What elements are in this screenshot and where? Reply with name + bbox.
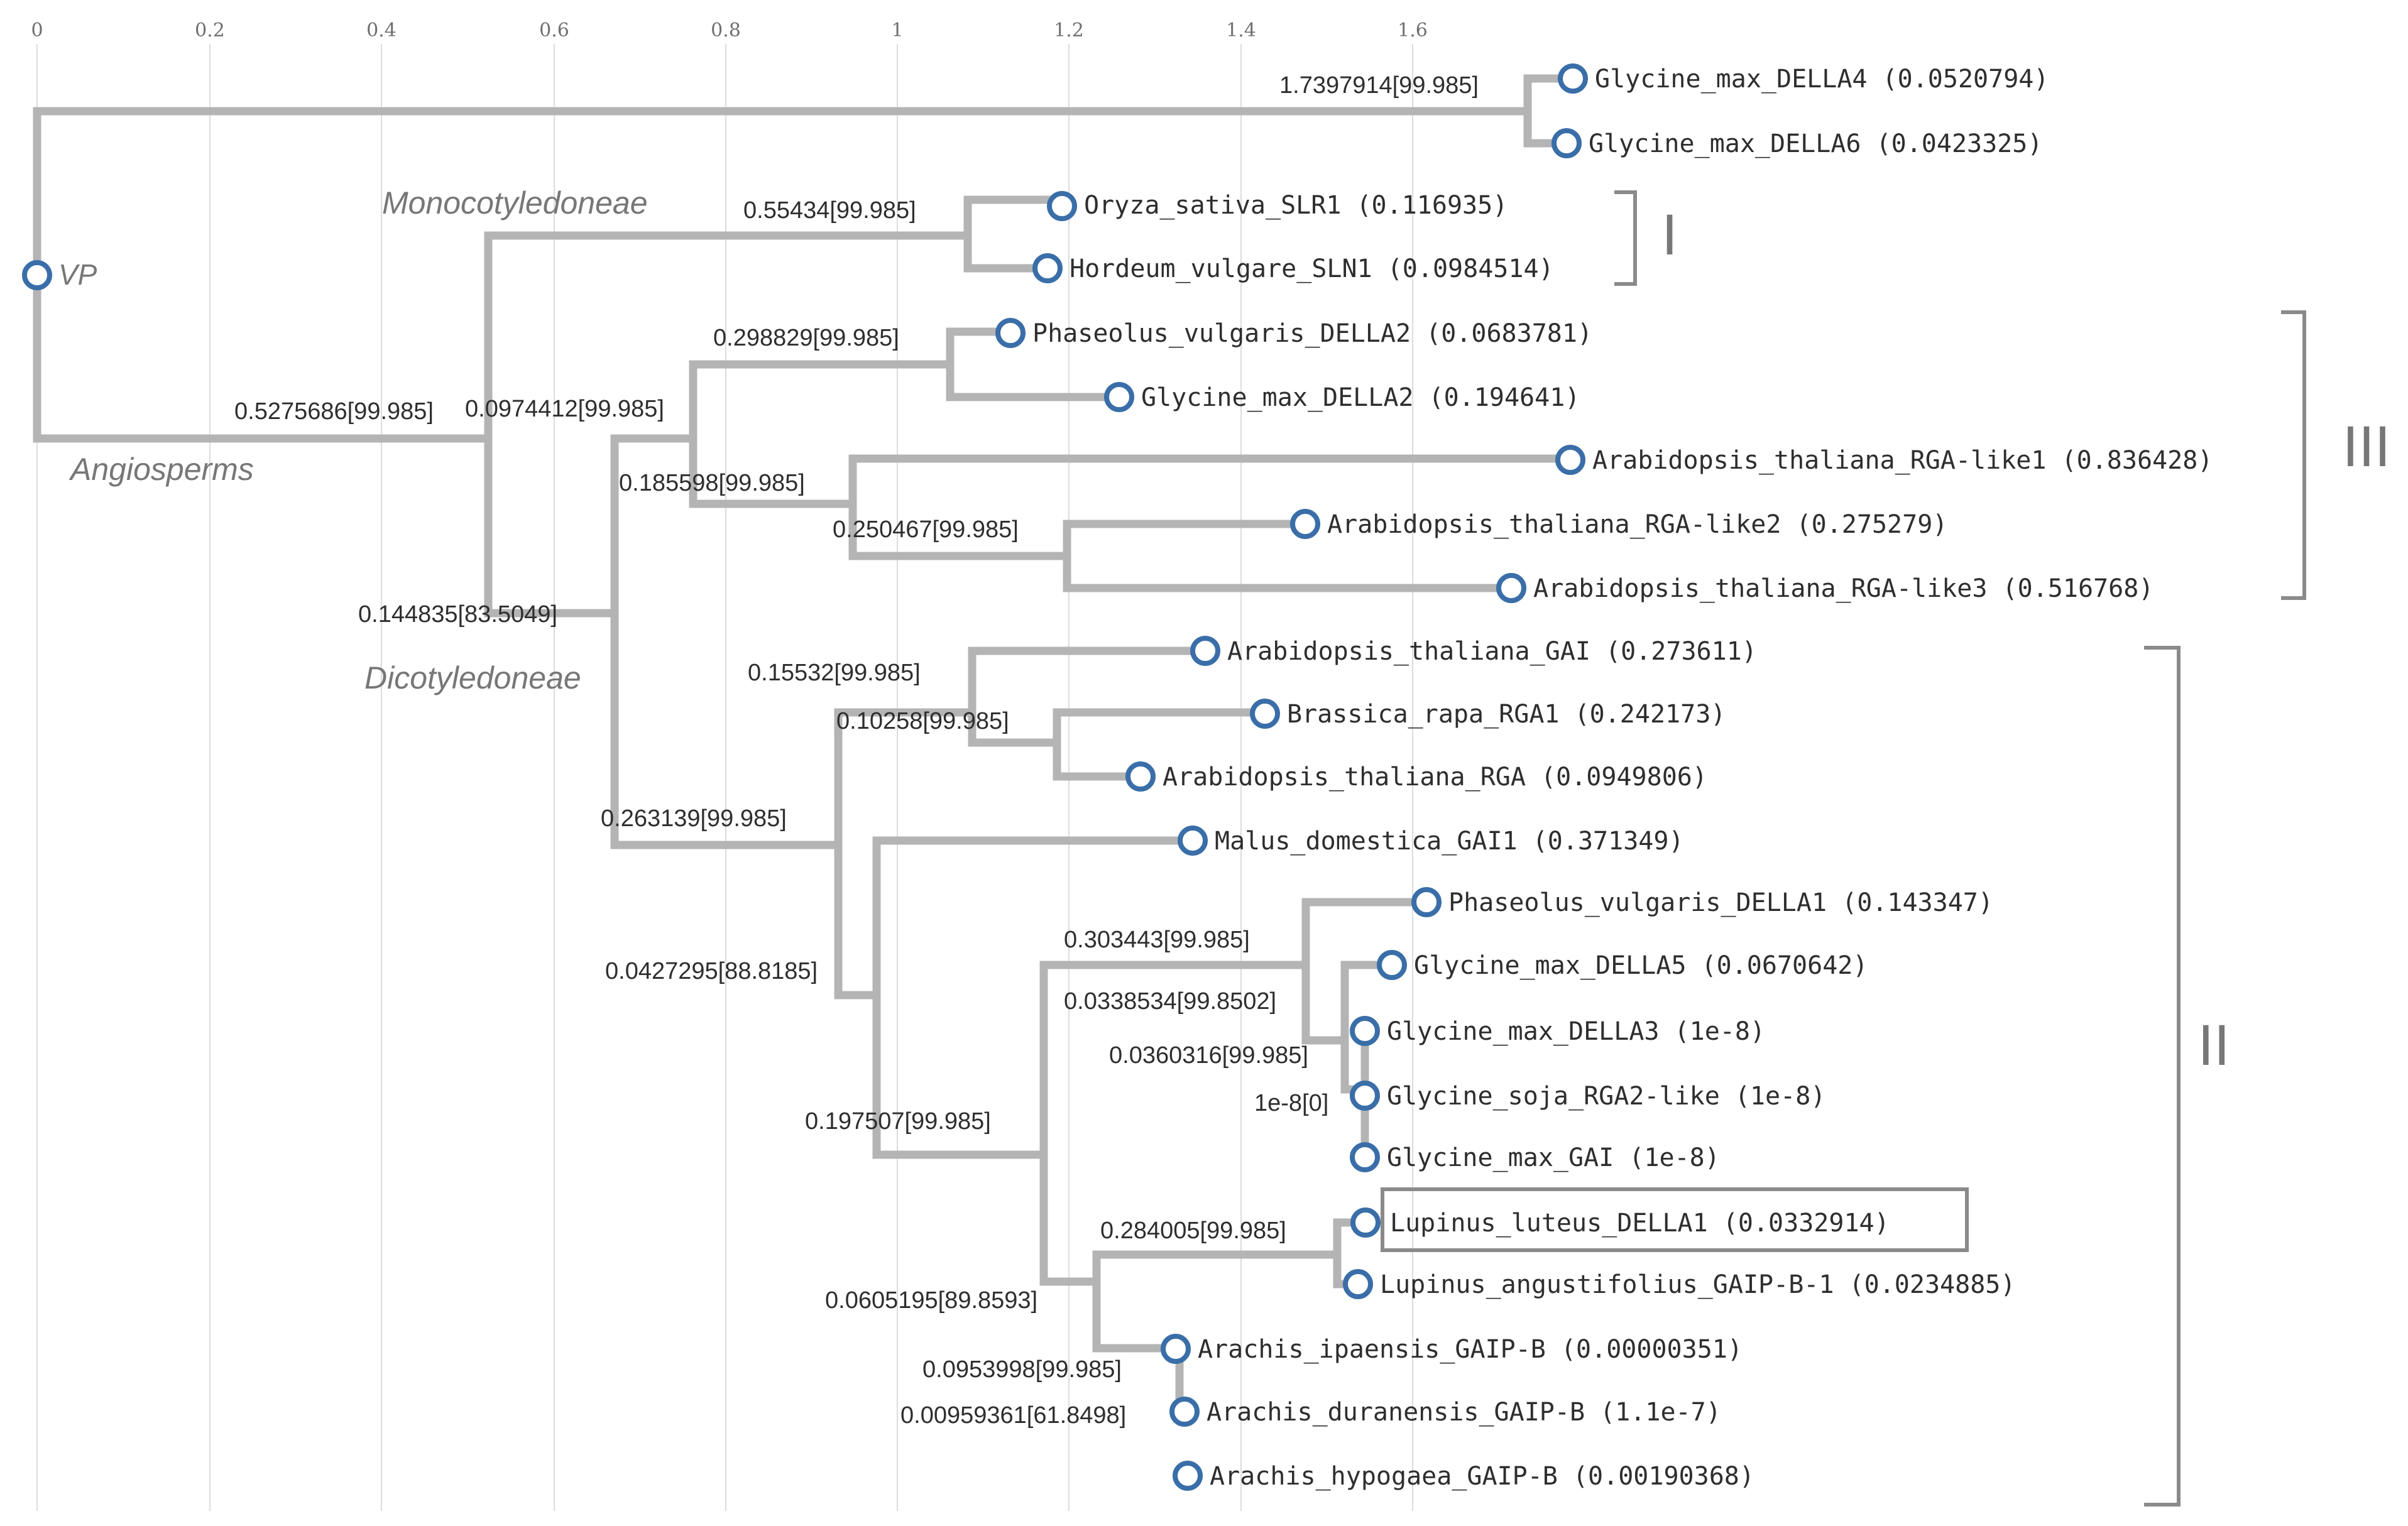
axis-tick: 0 — [31, 19, 43, 41]
branch-label: 0.00959361[61.8498] — [900, 1402, 1126, 1429]
branch-label: 0.0953998[99.985] — [922, 1356, 1122, 1383]
branch-label: 0.185598[99.985] — [619, 470, 805, 496]
axis-tick: 0.8 — [711, 19, 741, 41]
leaf-node[interactable] — [1032, 253, 1063, 283]
leaf-label: Arachis_ipaensis_GAIP-B (0.00000351) — [1198, 1335, 1743, 1364]
branch-label: 0.284005[99.985] — [1100, 1218, 1286, 1244]
bracket-group-ii — [2144, 646, 2181, 1507]
leaf-node[interactable] — [1250, 699, 1280, 729]
leaf-node[interactable] — [1047, 191, 1077, 221]
leaf-node[interactable] — [1558, 63, 1588, 94]
leaf-label: Arabidopsis_thaliana_RGA-like2 (0.275279… — [1327, 510, 1947, 539]
branch-label: 0.263139[99.985] — [601, 805, 787, 832]
leaf-node[interactable] — [1161, 1334, 1191, 1364]
axis-tick: 0.2 — [195, 19, 225, 41]
branch-label: 0.298829[99.985] — [713, 325, 899, 351]
leaf-label: Phaseolus_vulgaris_DELLA1 (0.143347) — [1448, 888, 1993, 917]
axis-tick: 1.6 — [1398, 19, 1428, 41]
leaf-label: Glycine_max_GAI (1e-8) — [1387, 1143, 1720, 1172]
node-root[interactable] — [22, 260, 52, 290]
group-label-iii: III — [2343, 415, 2391, 479]
leaf-node[interactable] — [1169, 1397, 1200, 1427]
leaf-label: Glycine_max_DELLA5 (0.0670642) — [1414, 951, 1868, 980]
leaf-label: Arachis_duranensis_GAIP-B (1.1e-7) — [1207, 1398, 1721, 1427]
group-brackets: I III II — [1614, 190, 2391, 1507]
leaf-node[interactable] — [1173, 1461, 1203, 1491]
leaf-node[interactable] — [1350, 1016, 1380, 1046]
bracket-group-iii — [2281, 310, 2306, 600]
leaf-label-highlighted: Lupinus_luteus_DELLA1 (0.0332914) — [1390, 1209, 1890, 1238]
leaf-label: Glycine_max_DELLA6 (0.0423325) — [1589, 129, 2042, 158]
branch-label: 0.250467[99.985] — [833, 516, 1019, 543]
leaf-node[interactable] — [1555, 445, 1585, 475]
branch-label: 1.7397914[99.985] — [1279, 72, 1479, 99]
leaf-label: Arabidopsis_thaliana_RGA-like1 (0.836428… — [1592, 446, 2213, 475]
leaf-label: Oryza_sativa_SLR1 (0.116935) — [1084, 191, 1508, 220]
axis-ticks: 0 0.2 0.4 0.6 0.8 1 1.2 1.4 1.6 — [31, 19, 1427, 41]
clade-label-monocots: Monocotyledoneae — [382, 185, 648, 221]
leaf-node[interactable] — [1496, 573, 1526, 603]
leaf-label: Phaseolus_vulgaris_DELLA2 (0.0683781) — [1032, 319, 1592, 348]
branch-label: 0.5275686[99.985] — [234, 398, 434, 425]
tree-branches — [33, 74, 1577, 1417]
leaf-node[interactable] — [1377, 950, 1407, 980]
branch-label: 0.0427295[88.8185] — [605, 958, 818, 984]
axis-tick: 1 — [891, 19, 903, 41]
leaf-labels: Glycine_max_DELLA4 (0.0520794) Glycine_m… — [1032, 65, 2213, 1491]
leaf-label: Arabidopsis_thaliana_RGA-like3 (0.516768… — [1533, 574, 2154, 603]
branch-label: 0.303443[99.985] — [1064, 927, 1250, 953]
leaf-node[interactable] — [1350, 1081, 1380, 1111]
leaf-node[interactable] — [1411, 887, 1442, 917]
branch-label: 0.0605195[89.8593] — [825, 1287, 1037, 1314]
axis-tick: 1.2 — [1054, 19, 1084, 41]
clade-label-dicots: Dicotyledoneae — [364, 660, 581, 695]
leaf-label: Arabidopsis_thaliana_RGA (0.0949806) — [1163, 763, 1707, 792]
branch-label: 0.0360316[99.985] — [1109, 1042, 1308, 1069]
leaf-label: Glycine_soja_RGA2-like (1e-8) — [1387, 1082, 1825, 1111]
leaf-label: Malus_domestica_GAI1 (0.371349) — [1215, 827, 1684, 856]
group-label-i: I — [1661, 203, 1678, 267]
leaf-label: Arabidopsis_thaliana_GAI (0.273611) — [1227, 637, 1757, 666]
leaf-node[interactable] — [1350, 1142, 1380, 1172]
branch-label: 0.15532[99.985] — [748, 660, 921, 686]
leaf-node[interactable] — [1125, 761, 1156, 792]
leaf-label: Arachis_hypogaea_GAIP-B (0.00190368) — [1210, 1462, 1754, 1491]
branch-label: 0.144835[83.5049] — [358, 601, 557, 628]
leaf-node[interactable] — [1552, 128, 1582, 158]
branch-label: 0.10258[99.985] — [836, 708, 1009, 734]
leaf-label: Glycine_max_DELLA3 (1e-8) — [1387, 1017, 1765, 1046]
bracket-group-i — [1614, 190, 1637, 286]
leaf-node[interactable] — [1190, 636, 1220, 666]
branch-label: 0.55434[99.985] — [743, 197, 916, 224]
branch-labels: 1.7397914[99.985] 0.55434[99.985] 0.5275… — [234, 72, 1479, 1429]
leaf-label: Glycine_max_DELLA2 (0.194641) — [1141, 383, 1580, 412]
leaf-label: Lupinus_angustifolius_GAIP-B-1 (0.023488… — [1380, 1270, 2015, 1299]
grid-lines — [36, 44, 1413, 1511]
root-label: VP — [58, 258, 97, 291]
branch-label: 1e-8[0] — [1254, 1090, 1328, 1116]
highlight-box — [1381, 1187, 1969, 1252]
clade-label-angiosperms: Angiosperms — [68, 452, 254, 487]
leaf-node[interactable] — [1178, 826, 1208, 856]
leaf-node[interactable] — [1343, 1269, 1373, 1299]
branch-label: 0.0338534[99.8502] — [1064, 988, 1276, 1015]
leaf-label: Glycine_max_DELLA4 (0.0520794) — [1595, 65, 2049, 94]
leaf-node[interactable] — [1290, 509, 1320, 539]
leaf-node[interactable] — [995, 318, 1026, 348]
group-label-ii: II — [2197, 1013, 2230, 1077]
axis-tick: 0.6 — [539, 19, 569, 41]
branch-label: 0.0974412[99.985] — [465, 396, 664, 422]
leaf-node[interactable] — [1350, 1207, 1381, 1238]
tree-nodes — [22, 63, 1588, 1491]
leaf-label: Brassica_rapa_RGA1 (0.242173) — [1287, 700, 1726, 729]
axis-tick: 0.4 — [366, 19, 397, 41]
branch-label: 0.197507[99.985] — [805, 1108, 991, 1135]
leaf-node[interactable] — [1104, 382, 1134, 412]
axis-tick: 1.4 — [1226, 19, 1256, 41]
leaf-label: Hordeum_vulgare_SLN1 (0.0984514) — [1070, 254, 1554, 283]
